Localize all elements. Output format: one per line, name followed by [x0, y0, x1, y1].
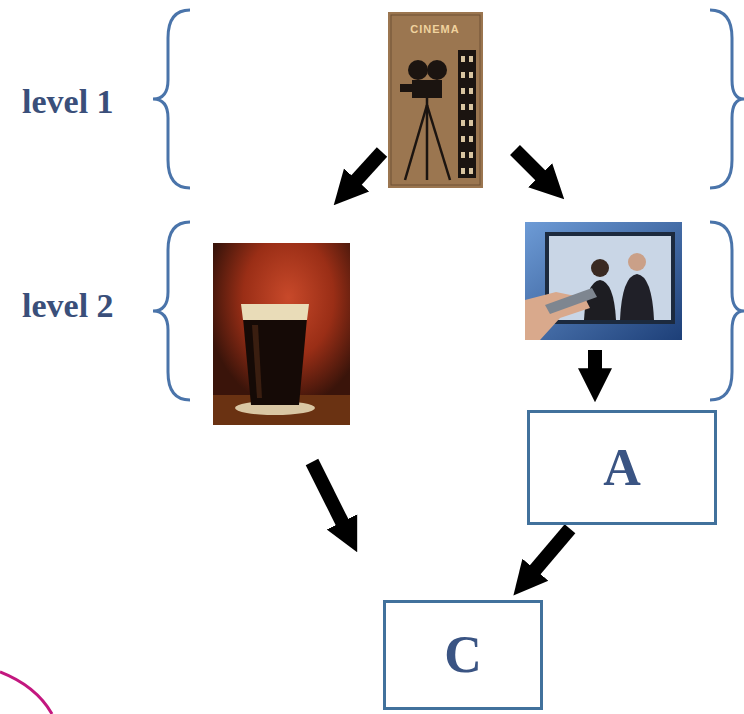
- box-letter: C: [444, 626, 482, 683]
- cinema-poster: [388, 12, 483, 188]
- process-box: A: [527, 410, 717, 525]
- level-label: level 2: [22, 287, 114, 324]
- process-box: C: [383, 600, 543, 710]
- tv-photo: [525, 222, 682, 340]
- poster-title: CINEMA: [410, 23, 459, 35]
- flow-arrow: [531, 529, 570, 575]
- level-label: level 1: [22, 83, 114, 120]
- decorative-arc: [0, 672, 52, 714]
- beer-photo: [213, 243, 350, 425]
- box-letter: A: [603, 439, 641, 496]
